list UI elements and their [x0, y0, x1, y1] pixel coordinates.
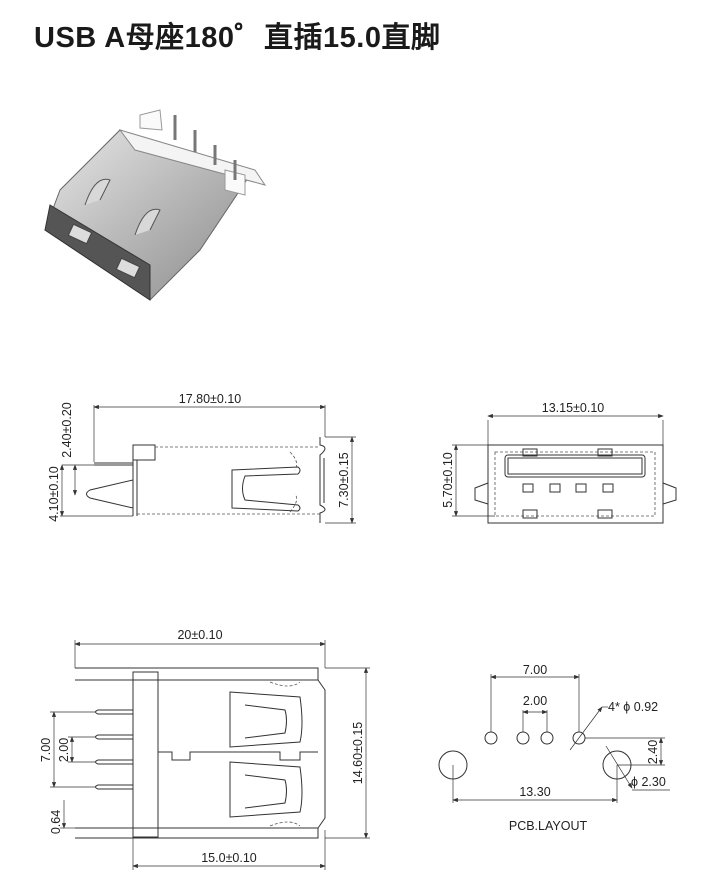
product-photo: [44, 109, 267, 301]
top-pin-span-label: 7.00: [39, 738, 53, 762]
front-width-label: 13.15±0.10: [542, 401, 605, 415]
pcb-pin-hole-label: 4* ϕ 0.92: [608, 700, 658, 714]
top-body-length-label: 15.0±0.10: [201, 851, 257, 865]
pcb-peg-offset-label: 2.40: [646, 740, 660, 764]
pin-hole-2: [516, 731, 530, 745]
top-pin-pitch-label: 2.00: [57, 738, 71, 762]
top-width-label: 14.60±0.15: [351, 722, 365, 785]
side-pin-length-label: 4.10±0.10: [47, 466, 61, 522]
side-pin-offset-label: 2.40±0.20: [60, 402, 74, 458]
pin-hole-1: [484, 731, 498, 745]
pcb-layout-caption: PCB.LAYOUT: [509, 819, 588, 833]
top-pin-offset-label: 0.64: [49, 810, 63, 834]
side-view: 17.80±0.10 7.30±0.15 2.40±0.20 4.10±0.10: [47, 392, 356, 524]
page-title: USB A母座180゜直插15.0直脚: [34, 22, 441, 54]
front-view: 13.15±0.10 5.70±0.10: [441, 401, 677, 524]
side-height-label: 7.30±0.15: [337, 452, 351, 508]
top-view: 20±0.10 15.0±0.10 14.60±0.15 7.00 2.00 0…: [39, 628, 370, 870]
pin-hole-3: [540, 731, 554, 745]
pcb-pin-span-label: 7.00: [523, 663, 547, 677]
pcb-peg-hole-label: ϕ 2.30: [631, 775, 666, 789]
side-length-label: 17.80±0.10: [179, 392, 242, 406]
front-height-label: 5.70±0.10: [441, 452, 455, 508]
pcb-layout: 7.00 2.00 4* ϕ 0.92 2.40 ϕ 2.30 13.30 PC…: [438, 663, 670, 833]
pcb-peg-span-label: 13.30: [519, 785, 550, 799]
top-view-pins: [95, 709, 133, 790]
pcb-pin-pitch-label: 2.00: [523, 694, 547, 708]
top-total-length-label: 20±0.10: [177, 628, 222, 642]
